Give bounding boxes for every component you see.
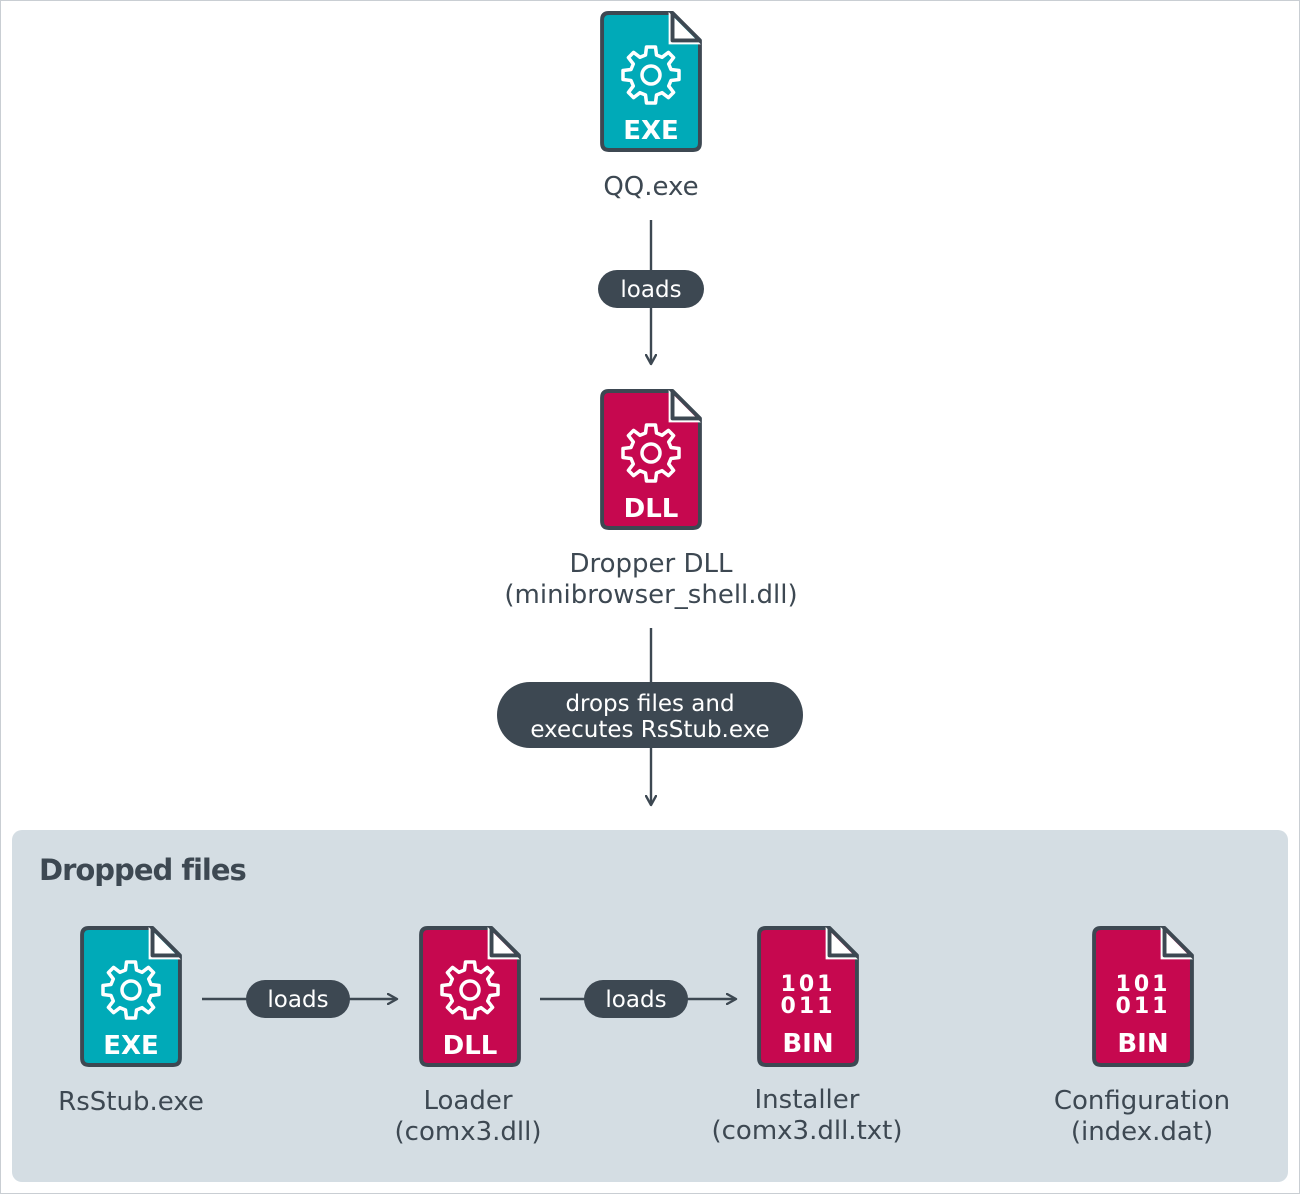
- edge-pill: [497, 682, 803, 748]
- dropper-drops-files-edge: drops files and executes RsStub.exe: [497, 628, 803, 805]
- edge-label: loads: [267, 987, 328, 1013]
- edge-label-line1: drops files and: [565, 691, 734, 717]
- config-filename: (index.dat): [1071, 1117, 1213, 1147]
- qq-loads-dropper-edge: loads: [598, 220, 704, 364]
- loader-dll-node: DLL Loader (comx3.dll): [395, 925, 542, 1147]
- configuration-bin-node: 101 011 BIN Configuration (index.dat): [1054, 925, 1230, 1147]
- dropper-label: Dropper DLL: [570, 549, 734, 579]
- rsstub-label: RsStub.exe: [58, 1087, 204, 1117]
- exe-badge: EXE: [623, 116, 679, 146]
- bin-badge: BIN: [782, 1029, 833, 1059]
- panel-title: Dropped files: [39, 853, 246, 887]
- dropper-filename: (minibrowser_shell.dll): [504, 580, 797, 610]
- dll-badge: DLL: [624, 494, 679, 524]
- dll-badge: DLL: [443, 1031, 498, 1061]
- edge-pill: [598, 270, 704, 308]
- edge-pill: [584, 980, 688, 1018]
- dropped-files-panel: Dropped files EXE RsStub.exe loads DLL L…: [12, 830, 1288, 1182]
- edge-label-line2: executes RsStub.exe: [530, 717, 769, 743]
- bin-badge: BIN: [1117, 1029, 1168, 1059]
- exe-badge: EXE: [103, 1031, 159, 1061]
- rsstub-exe-node: EXE RsStub.exe: [58, 925, 204, 1117]
- edge-pill: [246, 980, 350, 1018]
- binary-digits-top: 101: [1116, 972, 1171, 997]
- installer-bin-node: 101 011 BIN Installer (comx3.dll.txt): [711, 925, 903, 1146]
- qq-exe-label: QQ.exe: [603, 172, 698, 202]
- dropper-dll-node: DLL Dropper DLL (minibrowser_shell.dll): [504, 388, 798, 610]
- edge-label: loads: [605, 987, 666, 1013]
- binary-digits-top: 101: [781, 972, 836, 997]
- loader-label: Loader: [423, 1086, 512, 1116]
- rsstub-loads-loader-edge: loads: [202, 980, 397, 1018]
- binary-digits-bottom: 011: [781, 994, 836, 1019]
- binary-digits-bottom: 011: [1116, 994, 1171, 1019]
- loader-filename: (comx3.dll): [395, 1117, 542, 1147]
- installer-filename: (comx3.dll.txt): [711, 1116, 902, 1146]
- installer-label: Installer: [755, 1085, 860, 1115]
- loader-loads-installer-edge: loads: [540, 980, 736, 1018]
- edge-label: loads: [620, 277, 681, 303]
- qq-exe-node: EXE QQ.exe: [600, 10, 703, 202]
- config-label: Configuration: [1054, 1086, 1230, 1116]
